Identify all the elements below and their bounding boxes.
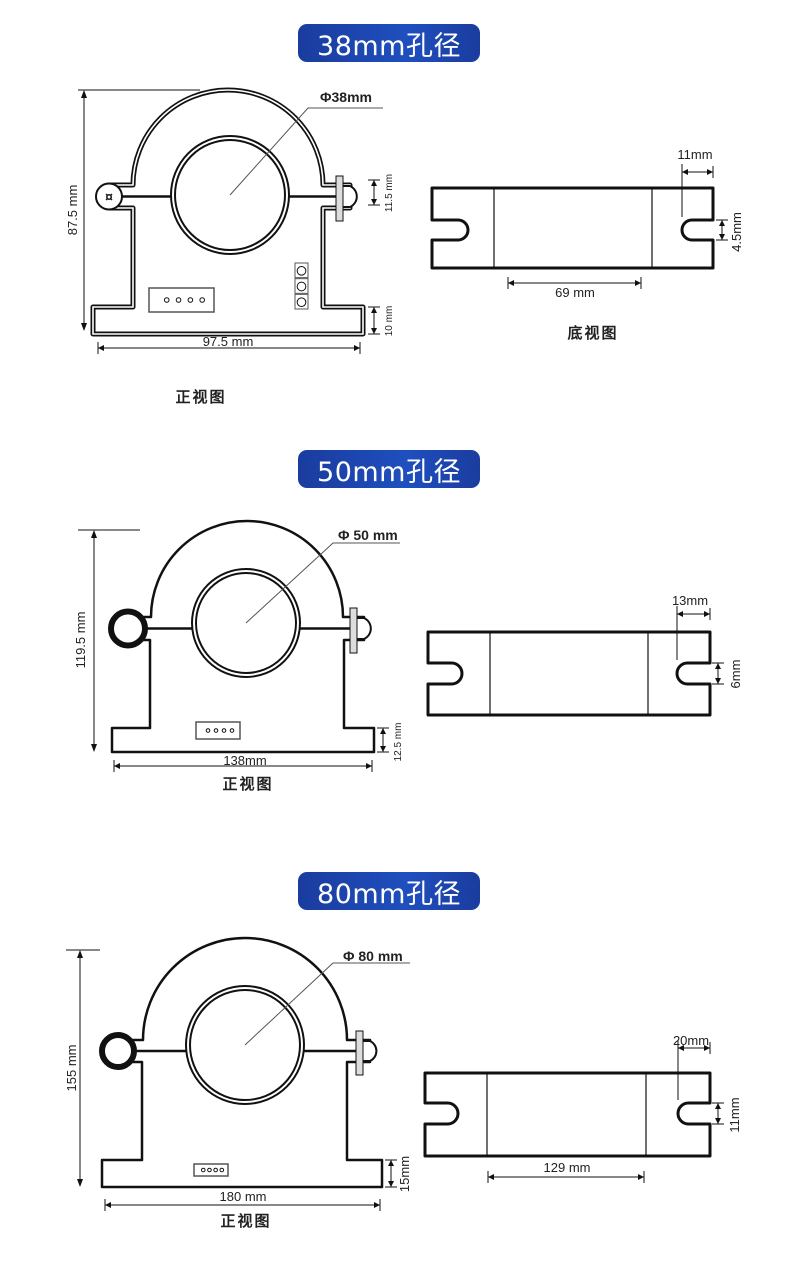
connector-pin bbox=[213, 1167, 218, 1173]
clamp-screw bbox=[335, 175, 344, 222]
terminal-screw bbox=[296, 266, 307, 276]
inner-width-label: 129 mm bbox=[544, 1160, 591, 1175]
height-label: 87.5 mm bbox=[65, 185, 80, 236]
leader-line bbox=[244, 962, 410, 1046]
front-view-caption: 正视图 bbox=[175, 388, 226, 406]
slot-offset-label: 20mm bbox=[673, 1033, 709, 1048]
bottom-view-outline bbox=[430, 186, 715, 270]
width-label: 97.5 mm bbox=[203, 334, 254, 349]
hinge-eye bbox=[108, 608, 148, 649]
aperture-ring-inner bbox=[172, 137, 288, 253]
height-label: 155 mm bbox=[64, 1045, 79, 1092]
slot-offset-label: 13mm bbox=[672, 593, 708, 608]
connector-pin bbox=[163, 297, 170, 303]
arrowhead bbox=[371, 307, 377, 334]
terminal-screw bbox=[296, 281, 307, 292]
slot-width-label: 6mm bbox=[728, 660, 743, 689]
bottom-view-caption: 底视图 bbox=[567, 324, 618, 342]
arrowhead bbox=[371, 180, 377, 205]
diameter-label: Φ 80 mm bbox=[343, 948, 403, 964]
hinge-eye bbox=[99, 1032, 137, 1070]
connector bbox=[148, 287, 215, 313]
sensor-body-inner-line bbox=[92, 89, 364, 335]
connector-pin bbox=[199, 297, 205, 303]
slot-width-label: 11mm bbox=[727, 1097, 742, 1132]
hinge-symbol: ¤ bbox=[105, 189, 113, 205]
hinge-eye bbox=[95, 182, 123, 211]
leader-line bbox=[229, 107, 383, 196]
connector-pin bbox=[205, 728, 211, 733]
arrowhead bbox=[715, 1103, 721, 1124]
arrowhead bbox=[388, 1160, 394, 1187]
bottom-view-outline bbox=[423, 1071, 712, 1158]
clamp-hook bbox=[354, 617, 372, 640]
connector-pin bbox=[219, 1167, 225, 1173]
section-title-38mm: 38mm孔径 bbox=[298, 24, 480, 62]
clamp-screw bbox=[355, 1030, 364, 1076]
diameter-label: Φ 50 mm bbox=[338, 527, 398, 543]
connector-pin bbox=[229, 728, 235, 733]
slot-offset-label: 11mm bbox=[677, 147, 712, 162]
section-title-50mm: 50mm孔径 bbox=[298, 450, 480, 488]
width-label: 180 mm bbox=[220, 1189, 267, 1204]
clamp-hook bbox=[360, 1040, 378, 1062]
bottom-view-outline bbox=[426, 630, 712, 717]
inner-width-label: 69 mm bbox=[555, 285, 595, 300]
aperture-ring-inner bbox=[193, 570, 299, 676]
connector-pin bbox=[207, 1167, 212, 1173]
connector-pin bbox=[213, 728, 219, 733]
width-label: 138mm bbox=[223, 753, 266, 768]
arrowhead bbox=[380, 728, 386, 752]
terminal-screw bbox=[296, 297, 307, 307]
connector-pin bbox=[187, 297, 194, 303]
connector-pin bbox=[200, 1167, 206, 1173]
diameter-label: Φ38mm bbox=[320, 89, 372, 105]
height-label: 119.5 mm bbox=[73, 612, 88, 669]
leader-line bbox=[245, 542, 400, 624]
base-height-label: 12.5 mm bbox=[393, 723, 404, 762]
aperture-ring-inner bbox=[187, 987, 303, 1103]
ear-height-label: 11.5 mm bbox=[384, 174, 395, 212]
arrowhead bbox=[719, 220, 725, 240]
connector-pin bbox=[175, 297, 182, 303]
front-view-caption: 正视图 bbox=[222, 775, 273, 793]
connector-pin bbox=[221, 728, 227, 733]
base-height-label: 10 mm bbox=[384, 306, 395, 337]
arrowhead bbox=[715, 663, 721, 684]
clamp-hook bbox=[340, 185, 358, 208]
base-height-label: 15mm bbox=[397, 1156, 412, 1192]
clamp-screw bbox=[349, 607, 358, 654]
front-view-caption: 正视图 bbox=[220, 1212, 271, 1230]
slot-width-label: 4.5mm bbox=[729, 212, 744, 252]
section-title-80mm: 80mm孔径 bbox=[298, 872, 480, 910]
